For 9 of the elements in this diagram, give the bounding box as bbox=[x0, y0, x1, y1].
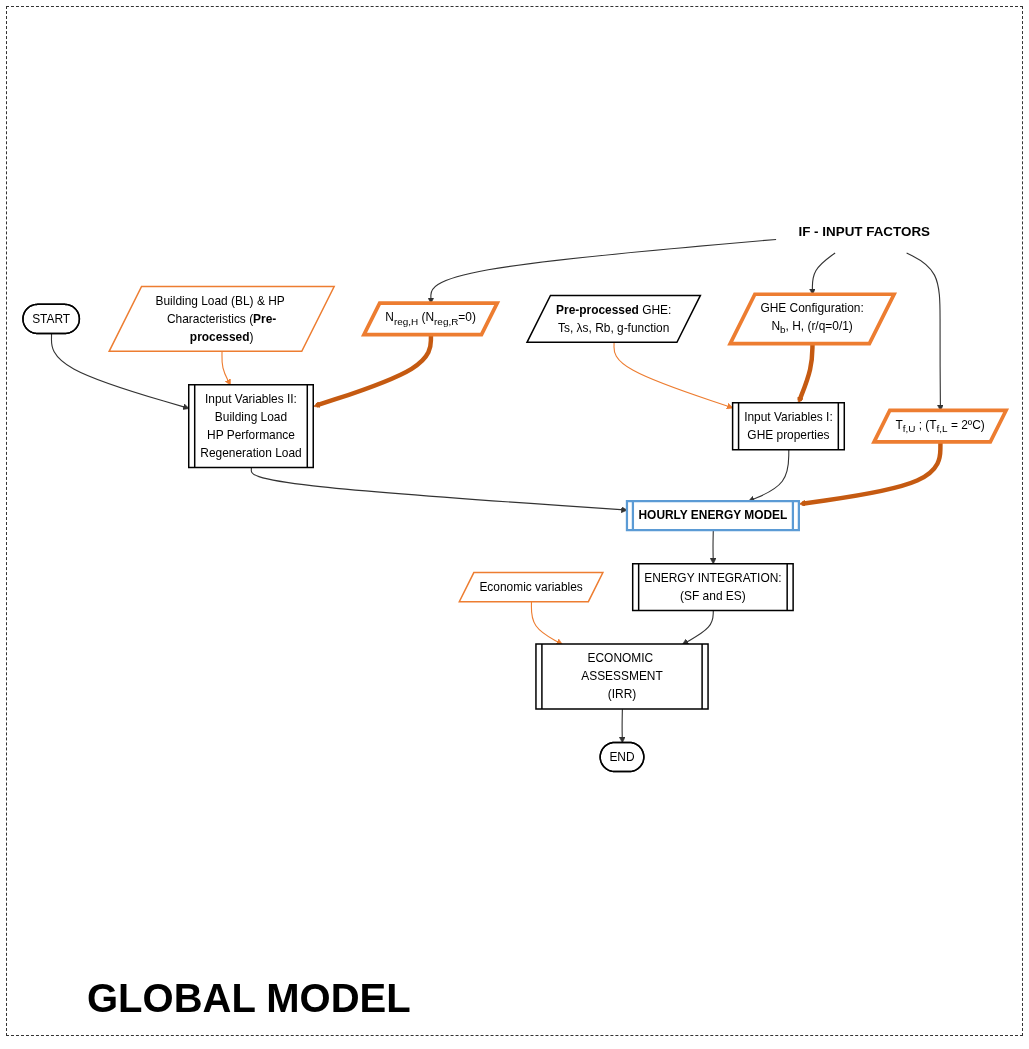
arrow bbox=[618, 708, 626, 744]
arrow bbox=[50, 333, 190, 410]
arrow bbox=[682, 610, 714, 645]
diagram-label: GLOBAL MODEL bbox=[87, 976, 411, 1021]
arrow bbox=[798, 442, 943, 507]
arrow bbox=[613, 342, 734, 410]
arrow bbox=[530, 601, 563, 645]
node-text: IF - INPUT FACTORS bbox=[798, 223, 931, 239]
flowchart: START Building Load (BL) & HP Characteristics (Pre-processed) N$_{reg,H}$ (N$_{reg,R}$=0) Input Variables II: Building Load HP Performance Regeneration Load IF - INPUT FACTORS Pre-processed GHE: Ts, λs, Rb, g-function GHE Configuration: N$_{b}$, H, (r/q=0/1) Input Variables I: GHE properties T$_{f,U}$ ; (T$_{f,L}$ = 2ºC) HOURLY ENERGY MODEL Economic variables ENERGY INTEGRATION: (SF and ES) ECONOMIC ASSESSMENT (IRR) END bbox=[17, 17, 1012, 965]
